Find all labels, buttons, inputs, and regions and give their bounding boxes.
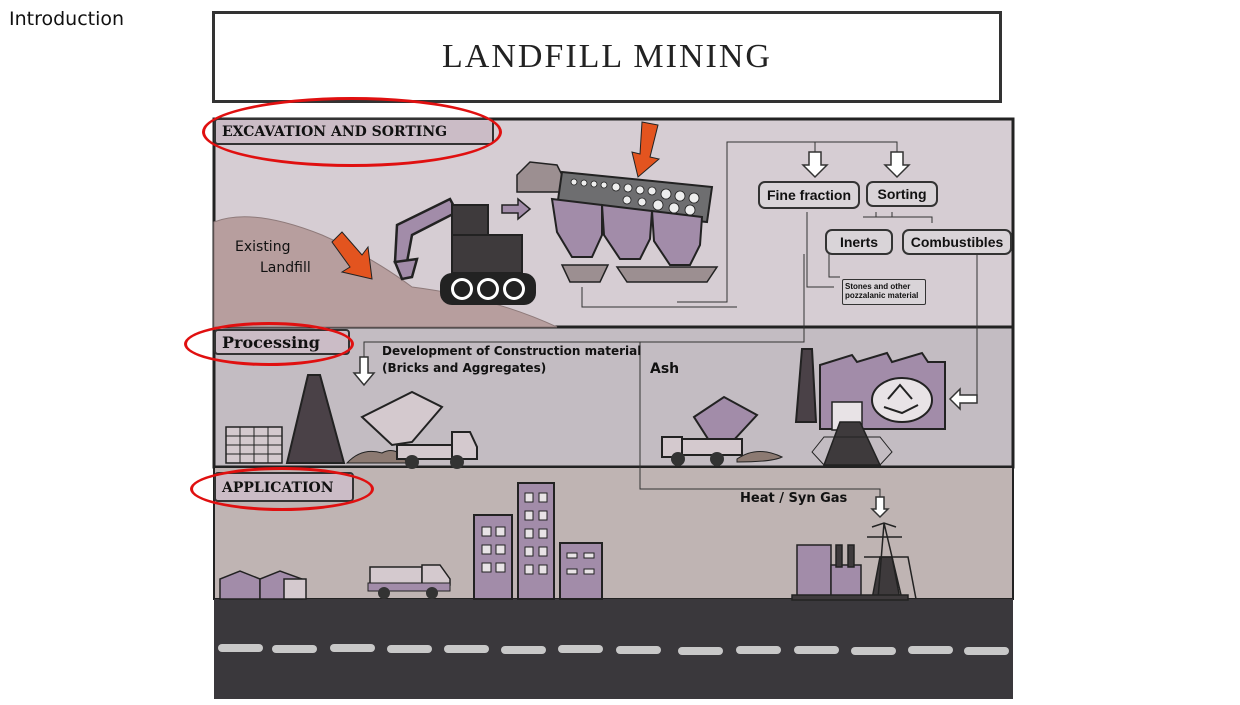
dump-truck-ash (661, 395, 784, 466)
trommel-screen (516, 161, 719, 283)
kiln-cone (285, 374, 346, 464)
existing-label: Existing (235, 239, 291, 255)
dump-truck-processing (360, 390, 478, 469)
development-line-1: Development of Construction material (382, 344, 642, 358)
stones-line-2: pozzalanic material (845, 291, 919, 300)
brick-truck-application (367, 564, 451, 599)
fine-fraction-box: Fine fraction (758, 181, 860, 209)
section-label: Introduction (9, 8, 125, 30)
brick-stack (225, 426, 283, 464)
development-line-2: (Bricks and Aggregates) (382, 361, 547, 375)
highlight-ring-application (190, 467, 374, 511)
heat-syn-gas-label: Heat / Syn Gas (740, 491, 848, 506)
sorting-box: Sorting (866, 181, 938, 207)
chimney (794, 348, 818, 423)
landfill-mining-diagram: EXCAVATION AND SORTING Processing APPLIC… (184, 97, 1015, 699)
waste-to-energy-plant (811, 351, 946, 466)
down-arrows (801, 151, 911, 179)
excavator (393, 197, 536, 305)
buildings (473, 482, 603, 600)
ash-label: Ash (650, 361, 680, 377)
highlight-ring-excavation (202, 97, 502, 167)
inerts-box: Inerts (825, 229, 893, 255)
road-markings (218, 644, 1009, 655)
orange-arrow-landfill (331, 231, 373, 280)
stones-line-1: Stones and other (845, 282, 911, 291)
process-arrows (352, 356, 978, 519)
flow-lines-excavation (581, 141, 933, 308)
diagram-artwork (212, 117, 1015, 699)
stones-box: Stones and other pozzalanic material (842, 279, 926, 305)
title-box: LANDFILL MINING (212, 11, 1002, 103)
landfill-label: Landfill (260, 260, 311, 276)
slide-title: LANDFILL MINING (442, 38, 772, 75)
combustibles-box: Combustibles (902, 229, 1012, 255)
orange-arrow-screen (631, 121, 661, 178)
power-plant (791, 522, 917, 601)
highlight-ring-processing (184, 322, 354, 366)
houses (219, 570, 307, 600)
